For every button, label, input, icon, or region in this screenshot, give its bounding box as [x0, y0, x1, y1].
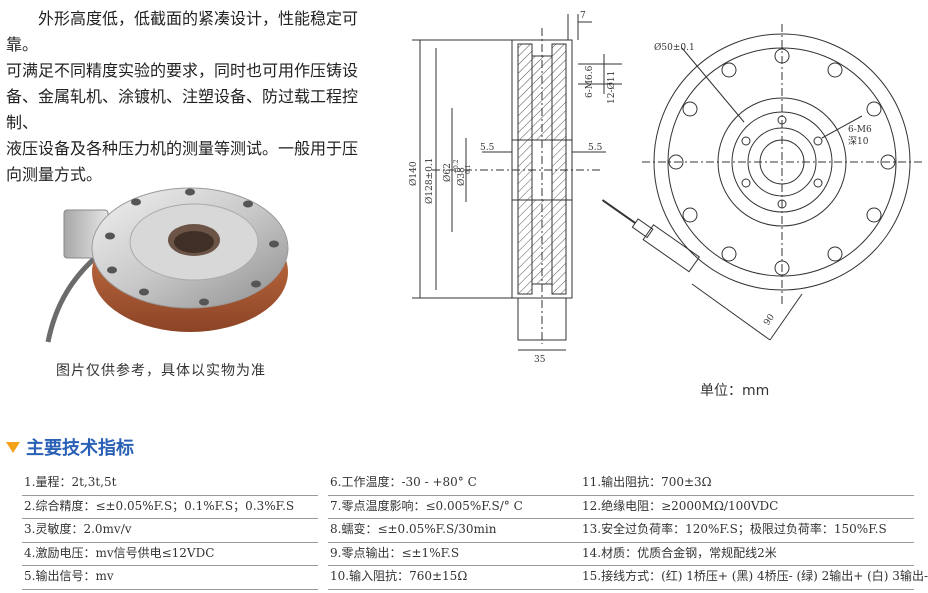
dim-bolt: 6-M6.6 — [585, 65, 595, 98]
specs-column-1: 1.量程：2t,3t,5t 2.综合精度：≤±0.05%F.S；0.1%F.S；… — [22, 472, 318, 590]
dim-width: 35 — [534, 355, 546, 365]
technical-drawing: 7 6-M6.6 12-Ø11 Ø140 Ø128±0.1 Ø62 Ø38 +0… — [408, 11, 922, 365]
dim-depth: 12-Ø11 — [606, 71, 617, 104]
unit-label-text: 单位： — [700, 383, 742, 399]
intro-line: 液压设备及各种压力机的测量等测试。一般用于压 — [6, 139, 359, 158]
spec-row: 6.工作温度：-30 - +80° C — [328, 472, 624, 496]
intro-line: 外形高度低，低截面的紧凑设计，性能稳定可靠。 — [6, 9, 359, 54]
spec-row: 2.综合精度：≤±0.05%F.S；0.1%F.S；0.3%F.S — [22, 496, 318, 520]
specs-column-3: 11.输出阻抗：700±3Ω 12.绝缘电阻：≥2000MΩ/100VDC 13… — [580, 472, 928, 590]
product-photo — [45, 187, 289, 343]
dim-inner: Ø62 — [442, 163, 453, 182]
unit-label: 单位：mm — [700, 380, 769, 400]
spec-row: 10.输入阻抗：760±15Ω — [328, 566, 624, 590]
spec-row: 15.接线方式：(红) 1桥压+ (黑) 4桥压- (绿) 2输出+ (白) 3… — [580, 566, 928, 590]
section-title: 主要技术指标 — [6, 434, 134, 460]
front-view — [601, 24, 922, 341]
spec-row: 7.零点温度影响：≤0.005%F.S/° C — [328, 496, 624, 520]
section-title-text: 主要技术指标 — [26, 438, 134, 459]
spec-row: 13.安全过负荷率：120%F.S；极限过负荷率：150%F.S — [580, 519, 914, 543]
dim-bore-tol2: 0.1 — [465, 164, 472, 174]
dim-bore: Ø38 — [456, 167, 467, 186]
dim-gap-right: 5.5 — [588, 143, 603, 153]
intro-line: 备、金属轧机、涂镀机、注塑设备、防过载工程控制、 — [6, 87, 359, 132]
intro-line: 可满足不同精度实验的要求，同时也可用作压铸设 — [6, 61, 359, 80]
unit-value: mm — [742, 383, 770, 399]
dim-front-holes: 6-M6 — [848, 125, 872, 135]
intro-line: 向测量方式。 — [6, 165, 103, 184]
spec-row: 4.激励电压：mv信号供电≤12VDC — [22, 543, 318, 567]
dim-pcd: Ø128±0.1 — [424, 158, 435, 204]
dim-front-depth: 深10 — [848, 136, 869, 147]
dim-outer: Ø140 — [408, 161, 419, 186]
specs-column-2: 6.工作温度：-30 - +80° C 7.零点温度影响：≤0.005%F.S/… — [328, 472, 624, 590]
dim-top: 7 — [580, 11, 586, 21]
intro-text: 外形高度低，低截面的紧凑设计，性能稳定可靠。 可满足不同精度实验的要求，同时也可… — [6, 6, 378, 188]
spec-row: 3.灵敏度：2.0mv/v — [22, 519, 318, 543]
spec-row: 11.输出阻抗：700±3Ω — [580, 472, 914, 496]
spec-row: 12.绝缘电阻：≥2000MΩ/100VDC — [580, 496, 914, 520]
spec-row: 14.材质：优质合金钢，常规配线2米 — [580, 543, 914, 567]
spec-row: 1.量程：2t,3t,5t — [22, 472, 318, 496]
spec-row: 9.零点输出：≤±1%F.S — [328, 543, 624, 567]
photo-caption: 图片仅供参考，具体以实物为准 — [56, 363, 266, 379]
dim-front-cable: 90 — [762, 312, 777, 327]
spec-row: 8.蠕变：≤±0.05%F.S/30min — [328, 519, 624, 543]
side-view — [412, 14, 622, 351]
spec-row: 5.输出信号：mv — [22, 566, 318, 590]
dim-front-pcd: Ø50±0.1 — [654, 42, 695, 53]
dim-bore-tol: +0.2 — [453, 159, 460, 174]
dim-gap-left: 5.5 — [480, 143, 495, 153]
triangle-marker-icon — [6, 441, 20, 453]
